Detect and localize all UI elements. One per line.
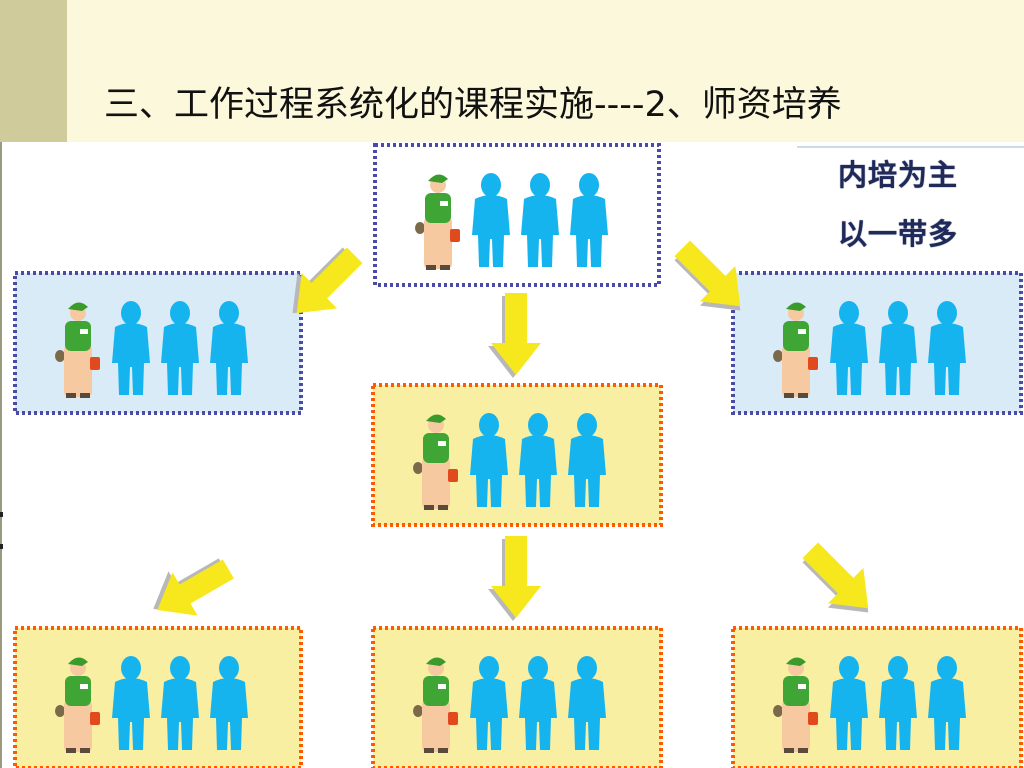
learner-icon [879,301,917,395]
group-box-middle-left [13,271,303,415]
teacher-icon [773,302,818,398]
learner-icon [519,656,557,750]
learner-icon [161,301,199,395]
arrow-down [488,536,541,621]
learner-icon [570,173,608,267]
group-frame [371,626,663,768]
edge-tick [0,544,3,549]
teacher-icon [415,174,460,270]
arrow-down-left [292,247,363,314]
group-frame [13,626,303,768]
note-box [797,146,1024,261]
arrow-down-right [674,240,741,311]
note-line-2: 以一带多 [838,217,959,251]
header-accent-bar [0,0,67,142]
learner-icon [830,301,868,395]
group-box-bottom-left [13,626,303,768]
group-box-bottom-right [731,626,1023,768]
group-box-middle-right [731,271,1023,415]
note-line-1: 内培为主 [838,158,959,192]
group-frame [13,271,303,415]
learner-icon [112,656,150,750]
learner-icon [928,301,966,395]
group-box-bottom-center [371,626,663,768]
learner-icon [879,656,917,750]
learner-icon [470,656,508,750]
arrow-down [488,293,541,378]
teacher-icon [773,657,818,753]
group-frame [371,383,663,527]
group-box-middle-center [371,383,663,527]
arrow-down-right [802,542,869,613]
learner-icon [112,301,150,395]
learner-icon [210,301,248,395]
group-frame [731,626,1023,768]
learner-icon [472,173,510,267]
teacher-icon [55,657,100,753]
learner-icon [928,656,966,750]
arrow-down-left [153,558,234,616]
teacher-icon [413,414,458,510]
teacher-icon [413,657,458,753]
learner-icon [568,656,606,750]
teacher-icon [55,302,100,398]
learner-icon [830,656,868,750]
slide-left-edge [0,142,2,768]
learner-icon [161,656,199,750]
header-band [0,0,1024,142]
learner-icon [568,413,606,507]
learner-icon [470,413,508,507]
edge-tick [0,512,3,517]
group-frame [373,143,661,287]
group-frame [731,271,1023,415]
slide-title: 三、工作过程系统化的课程实施----2、师资培养 [104,85,842,125]
learner-icon [210,656,248,750]
group-box-top-center [373,143,661,287]
learner-icon [521,173,559,267]
learner-icon [519,413,557,507]
